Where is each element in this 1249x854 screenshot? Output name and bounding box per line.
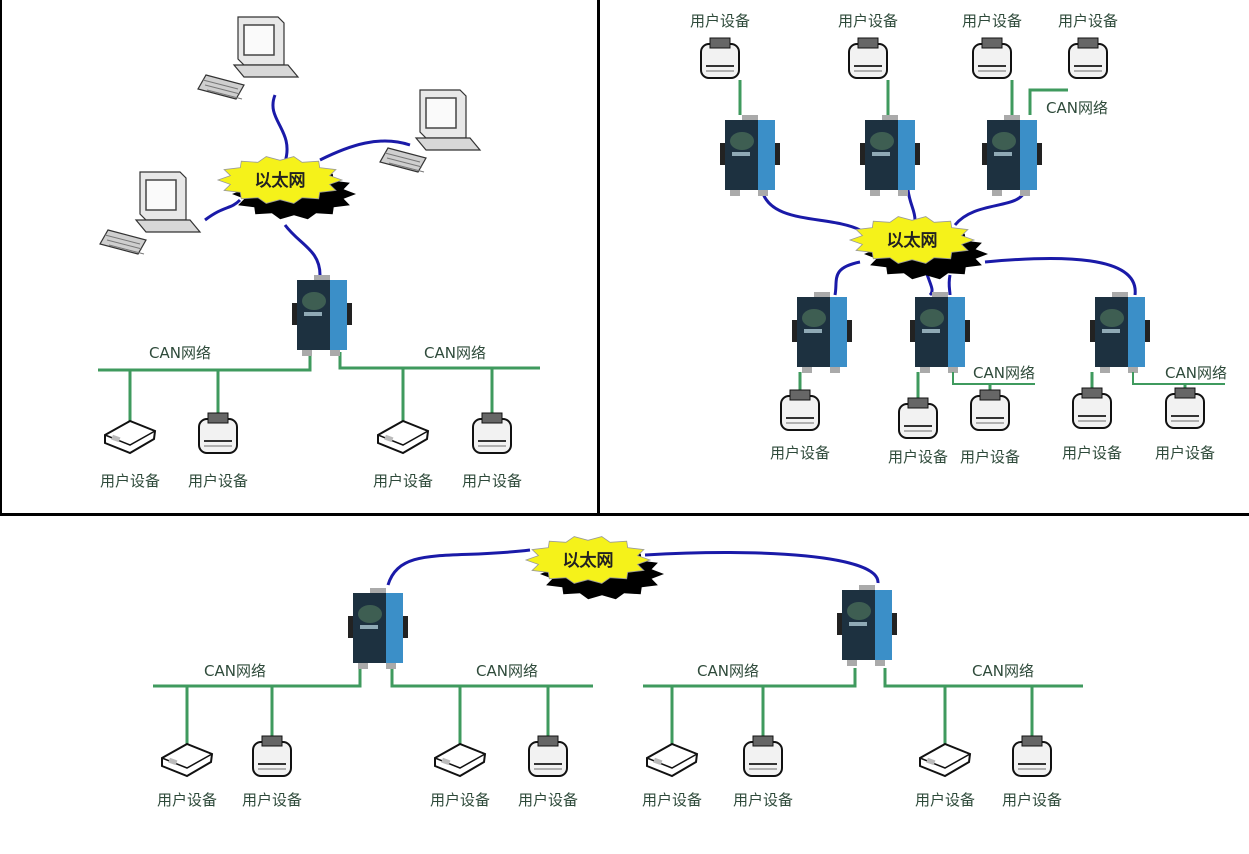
user-device-icon	[970, 389, 1010, 431]
user-device-label: 用户设备	[242, 791, 302, 809]
ethernet-cloud-icon: 以太网	[216, 156, 356, 220]
ethernet-cable	[283, 224, 322, 276]
can-ethernet-converter-icon	[292, 275, 352, 356]
ethernet-label: 以太网	[887, 230, 938, 251]
user-device-icon	[1012, 735, 1052, 777]
can-ethernet-converter-icon	[1090, 292, 1150, 373]
user-device-label: 用户设备	[100, 472, 160, 490]
can-network-label: CAN网络	[1165, 364, 1227, 382]
computer-icon	[99, 171, 202, 255]
can-link	[1132, 372, 1225, 385]
user-device-label: 用户设备	[888, 448, 948, 466]
ethernet-cable	[833, 260, 861, 296]
user-device-icon	[1165, 387, 1205, 429]
user-device-icon	[104, 419, 157, 455]
can-ethernet-converter-icon	[860, 115, 920, 196]
user-device-label: 用户设备	[915, 791, 975, 809]
ethernet-cable	[386, 548, 531, 586]
user-device-icon	[743, 735, 783, 777]
can-network-label: CAN网络	[476, 662, 538, 680]
user-device-icon	[1068, 37, 1108, 79]
user-device-icon	[646, 742, 699, 778]
can-bus-line	[153, 668, 362, 688]
user-device-icon	[919, 742, 972, 778]
user-device-label: 用户设备	[1002, 791, 1062, 809]
user-device-icon	[434, 742, 487, 778]
ethernet-cable	[906, 189, 917, 221]
user-device-label: 用户设备	[733, 791, 793, 809]
can-bus-line	[98, 352, 312, 372]
ethernet-cloud-icon: 以太网	[848, 216, 988, 280]
can-bus-line	[883, 668, 1083, 688]
can-network-label: CAN网络	[149, 344, 211, 362]
user-device-label: 用户设备	[1062, 444, 1122, 462]
can-ethernet-converter-icon	[348, 588, 408, 669]
computer-icon	[379, 89, 482, 173]
ethernet-label: 以太网	[563, 550, 614, 571]
can-ethernet-converter-icon	[982, 115, 1042, 196]
user-device-label: 用户设备	[642, 791, 702, 809]
user-device-icon	[472, 412, 512, 454]
user-device-icon	[161, 742, 214, 778]
user-device-label: 用户设备	[960, 448, 1020, 466]
can-bus-line	[390, 668, 593, 688]
can-bus-line	[338, 352, 540, 370]
ethernet-cloud-icon: 以太网	[524, 536, 664, 600]
can-network-label: CAN网络	[1046, 99, 1108, 117]
user-device-icon	[972, 37, 1012, 79]
can-bus-line	[643, 668, 857, 688]
can-ethernet-converter-icon	[910, 292, 970, 373]
user-device-label: 用户设备	[373, 472, 433, 490]
can-network-label: CAN网络	[424, 344, 486, 362]
user-device-label: 用户设备	[838, 12, 898, 30]
ethernet-cable	[204, 198, 242, 222]
user-device-label: 用户设备	[770, 444, 830, 462]
can-network-label: CAN网络	[697, 662, 759, 680]
ethernet-cable	[644, 550, 880, 584]
user-device-label: 用户设备	[1058, 12, 1118, 30]
ethernet-cable	[760, 189, 861, 232]
ethernet-cable	[953, 189, 1027, 227]
user-device-icon	[898, 397, 938, 439]
panel-divider-vertical	[597, 0, 600, 514]
computer-icon	[197, 16, 300, 100]
ethernet-cable	[271, 94, 289, 163]
user-device-icon	[252, 735, 292, 777]
user-device-label: 用户设备	[462, 472, 522, 490]
can-network-label: CAN网络	[973, 364, 1035, 382]
user-device-label: 用户设备	[430, 791, 490, 809]
user-device-label: 用户设备	[962, 12, 1022, 30]
user-device-icon	[700, 37, 740, 79]
user-device-label: 用户设备	[518, 791, 578, 809]
ethernet-label: 以太网	[255, 170, 306, 191]
user-device-label: 用户设备	[188, 472, 248, 490]
can-network-label: CAN网络	[204, 662, 266, 680]
panel-divider-horizontal	[0, 513, 1249, 516]
user-device-label: 用户设备	[1155, 444, 1215, 462]
ethernet-cable	[319, 139, 411, 162]
user-device-icon	[780, 389, 820, 431]
can-network-label: CAN网络	[972, 662, 1034, 680]
user-device-icon	[198, 412, 238, 454]
user-device-icon	[848, 37, 888, 79]
user-device-label: 用户设备	[690, 12, 750, 30]
can-ethernet-converter-icon	[720, 115, 780, 196]
can-link	[1028, 88, 1068, 115]
user-device-icon	[377, 419, 430, 455]
can-ethernet-converter-icon	[837, 585, 897, 666]
panel-border	[0, 0, 2, 514]
can-ethernet-converter-icon	[792, 292, 852, 373]
ethernet-cable	[984, 256, 1137, 296]
user-device-icon	[528, 735, 568, 777]
user-device-icon	[1072, 387, 1112, 429]
ethernet-cable	[947, 274, 952, 296]
can-link	[952, 372, 1035, 385]
user-device-label: 用户设备	[157, 791, 217, 809]
